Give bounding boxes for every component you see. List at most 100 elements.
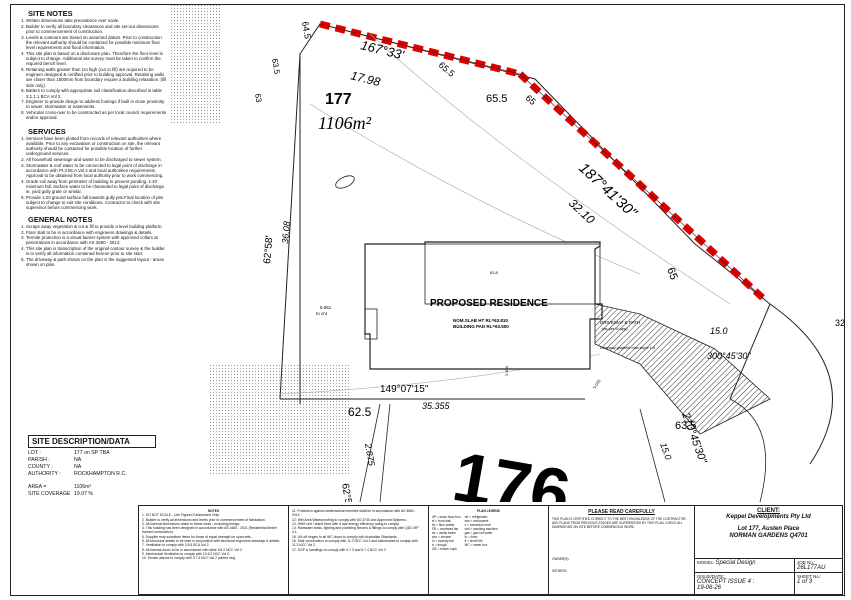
dist-left: 36.08 xyxy=(280,221,292,244)
note-item: Services have been plotted from records … xyxy=(26,136,167,157)
garage-outline xyxy=(424,243,601,305)
contour-label: 63.5 xyxy=(675,420,696,432)
note-item: Written dimensions take precedence over … xyxy=(26,18,167,23)
note-item: Termite protection is a visual barrier s… xyxy=(26,235,167,245)
title-note-line: gas = gas hot water xyxy=(464,531,493,535)
slab-rl: NOM.SLAB HT RL=63.810 xyxy=(453,318,508,323)
title-note-line: dP = down flow/ box xyxy=(432,515,461,519)
issue-cell: ISSUE/DATE: CONCEPT ISSUE 4 : 19-06-26 xyxy=(695,573,795,595)
drawing-sheet xyxy=(10,4,845,596)
site-data-key: SITE COVERAGE xyxy=(28,491,71,497)
note-item: Scrape away vegetation & cut & fill to p… xyxy=(26,224,167,229)
north-arrow-icon xyxy=(330,172,360,192)
proposed-residence-outline xyxy=(364,241,603,370)
arc-bearing: 300°45'30" xyxy=(707,351,751,361)
note-item: This site plan is based on a disclosure … xyxy=(26,51,167,67)
contour-label: 64.5 xyxy=(300,21,313,40)
contour-label: 65 xyxy=(524,93,538,107)
site-data-key: COUNTY : xyxy=(28,464,53,470)
dist-right: 32.10 xyxy=(566,196,598,227)
title-note-line: 16. Stair construction to comply with 11… xyxy=(292,539,418,548)
note-item: Floor slab to be in accordance with engi… xyxy=(26,230,167,235)
note-item: Stormwater & roof water to be connected … xyxy=(26,163,167,179)
arc-length: 15.0 xyxy=(710,326,728,336)
title-note-line: 5. Supplier may substitute items for tho… xyxy=(142,534,252,539)
title-note-line: 11. Protection against subterranean term… xyxy=(292,509,416,518)
site-plan: 177 1106m² PROPOSED RESIDENCE NOM.SLAB H… xyxy=(170,4,845,502)
title-notes2-col: 11. Protection against subterranean term… xyxy=(289,506,429,594)
client-box: CLIENT: Keppel Developments Pty Ltd Lot … xyxy=(695,506,843,595)
site-notes-list: Written dimensions take precedence over … xyxy=(12,18,167,120)
setback: 6.061 xyxy=(320,305,332,310)
contour-label: 32 xyxy=(835,318,845,328)
title-note-line: tf = shelf/ tile xyxy=(464,539,483,543)
title-note-line: 12. Wet Area Waterproofing to comply wit… xyxy=(292,517,407,522)
road-arc-inner xyxy=(729,398,767,502)
title-note-line: wm = washing machine xyxy=(464,527,498,531)
site-data-key: AUTHORITY : xyxy=(28,471,61,477)
note-item: Grade soil away from perimeter of buildi… xyxy=(26,179,167,195)
title-note-line: v = extraction vent xyxy=(464,523,491,527)
model-label: MODEL: xyxy=(697,560,715,565)
bearing-bottom: 149°07'15" xyxy=(380,384,429,395)
lower-dist: 2.875 xyxy=(363,442,377,468)
title-note-line: MC = meter box xyxy=(464,543,488,547)
title-note-line: FB = overhead fan xyxy=(432,527,459,531)
site-data-value: 19.07 % xyxy=(74,491,94,497)
job-cell: JOB No.: 26L177AU xyxy=(795,559,843,573)
retaining-line-top-inner xyxy=(319,23,521,75)
setback-bottom: 2.500 xyxy=(504,365,509,376)
title-note-line: 7. Ventilation to comply with 3.8.5 BCA … xyxy=(142,543,210,548)
site-data-row: AUTHORITY : ROCKHAMPTON R.C. xyxy=(28,471,156,478)
retaining-line-right-inner xyxy=(519,73,766,301)
sheet-cell: SHEET No.: 1 of 3 xyxy=(795,573,843,595)
services-list: Services have been plotted from records … xyxy=(12,136,167,211)
notes-column: SITE NOTES Written dimensions take prece… xyxy=(12,8,167,268)
site-data-key: AREA = xyxy=(28,484,47,490)
issue-value: CONCEPT ISSUE 4 : xyxy=(697,579,755,585)
lot-boundary-left xyxy=(279,53,301,400)
note-item: All household sewerage and waste to be d… xyxy=(26,157,167,162)
contour-label: 63.8 xyxy=(490,270,499,275)
note-item: This site plan is transcription of the o… xyxy=(26,246,167,256)
title-note-line: ln = laundry tub xyxy=(432,539,454,543)
title-notes-list: 1. DO NOT SCALE - Use Figured Dimensions… xyxy=(142,513,285,560)
title-note-line: 3. All Internal dimensions relate to fra… xyxy=(142,521,240,526)
title-note-line: ref = refrigerator xyxy=(464,515,488,519)
address-line-1: Lot 177, Austen Place xyxy=(737,526,800,532)
site-data-value: NA xyxy=(74,457,82,463)
witness-label: WITNESS: xyxy=(552,569,568,573)
driveway-label: DRIVEWAY & PATH xyxy=(600,320,640,325)
driveway-sub: (as per cl app) xyxy=(602,326,628,331)
site-data-value: NA xyxy=(74,464,82,470)
note-item: Engineer to provide design to address fo… xyxy=(26,99,167,109)
plan-legend-heading: PLAN LEGEND xyxy=(477,509,500,513)
neighbour-hatch-bottom xyxy=(210,364,350,474)
title-note-line: sk = vanity basin xyxy=(432,531,456,535)
title-note-line: sho = shower xyxy=(432,535,452,539)
sheet-label: SHEET No.: xyxy=(797,574,822,579)
issue-date: 19-06-26 xyxy=(697,585,722,591)
please-read-text: THIS PLAN IS CERTIFIED CORRECT TO THE BE… xyxy=(552,517,687,529)
title-note-line: 2. Builder to verify all dimensions and … xyxy=(142,517,266,522)
site-data-value: ROCKHAMPTON R.C. xyxy=(74,471,127,477)
dist-top: 17.98 xyxy=(349,68,382,89)
please-read-heading: PLEASE READ CAREFULLY xyxy=(588,509,655,515)
site-data-row: PARISH :NA xyxy=(28,457,156,464)
lot-number: 177 xyxy=(325,91,352,108)
title-note-line: 1. DO NOT SCALE - Use Figured Dimensions… xyxy=(142,513,220,518)
model-cell: MODEL: Special Design xyxy=(695,559,795,573)
dist-bottom: 35.355 xyxy=(422,401,451,411)
owner-label: OWNER(S): xyxy=(552,557,570,561)
big-lot-number: 176 xyxy=(447,437,576,502)
title-note-line: 13. HWS unit / stand fixed with 5 star e… xyxy=(292,521,400,526)
note-item: Retaining walls greater than 1m high (cu… xyxy=(26,67,167,88)
title-note-line: ln = linen xyxy=(464,535,478,539)
site-data-key: LOT : xyxy=(28,450,41,456)
note-item: The driveway & path shown on the plan is… xyxy=(26,257,167,267)
setback-sub: to cnr xyxy=(316,311,328,316)
porch-outline xyxy=(364,308,378,340)
